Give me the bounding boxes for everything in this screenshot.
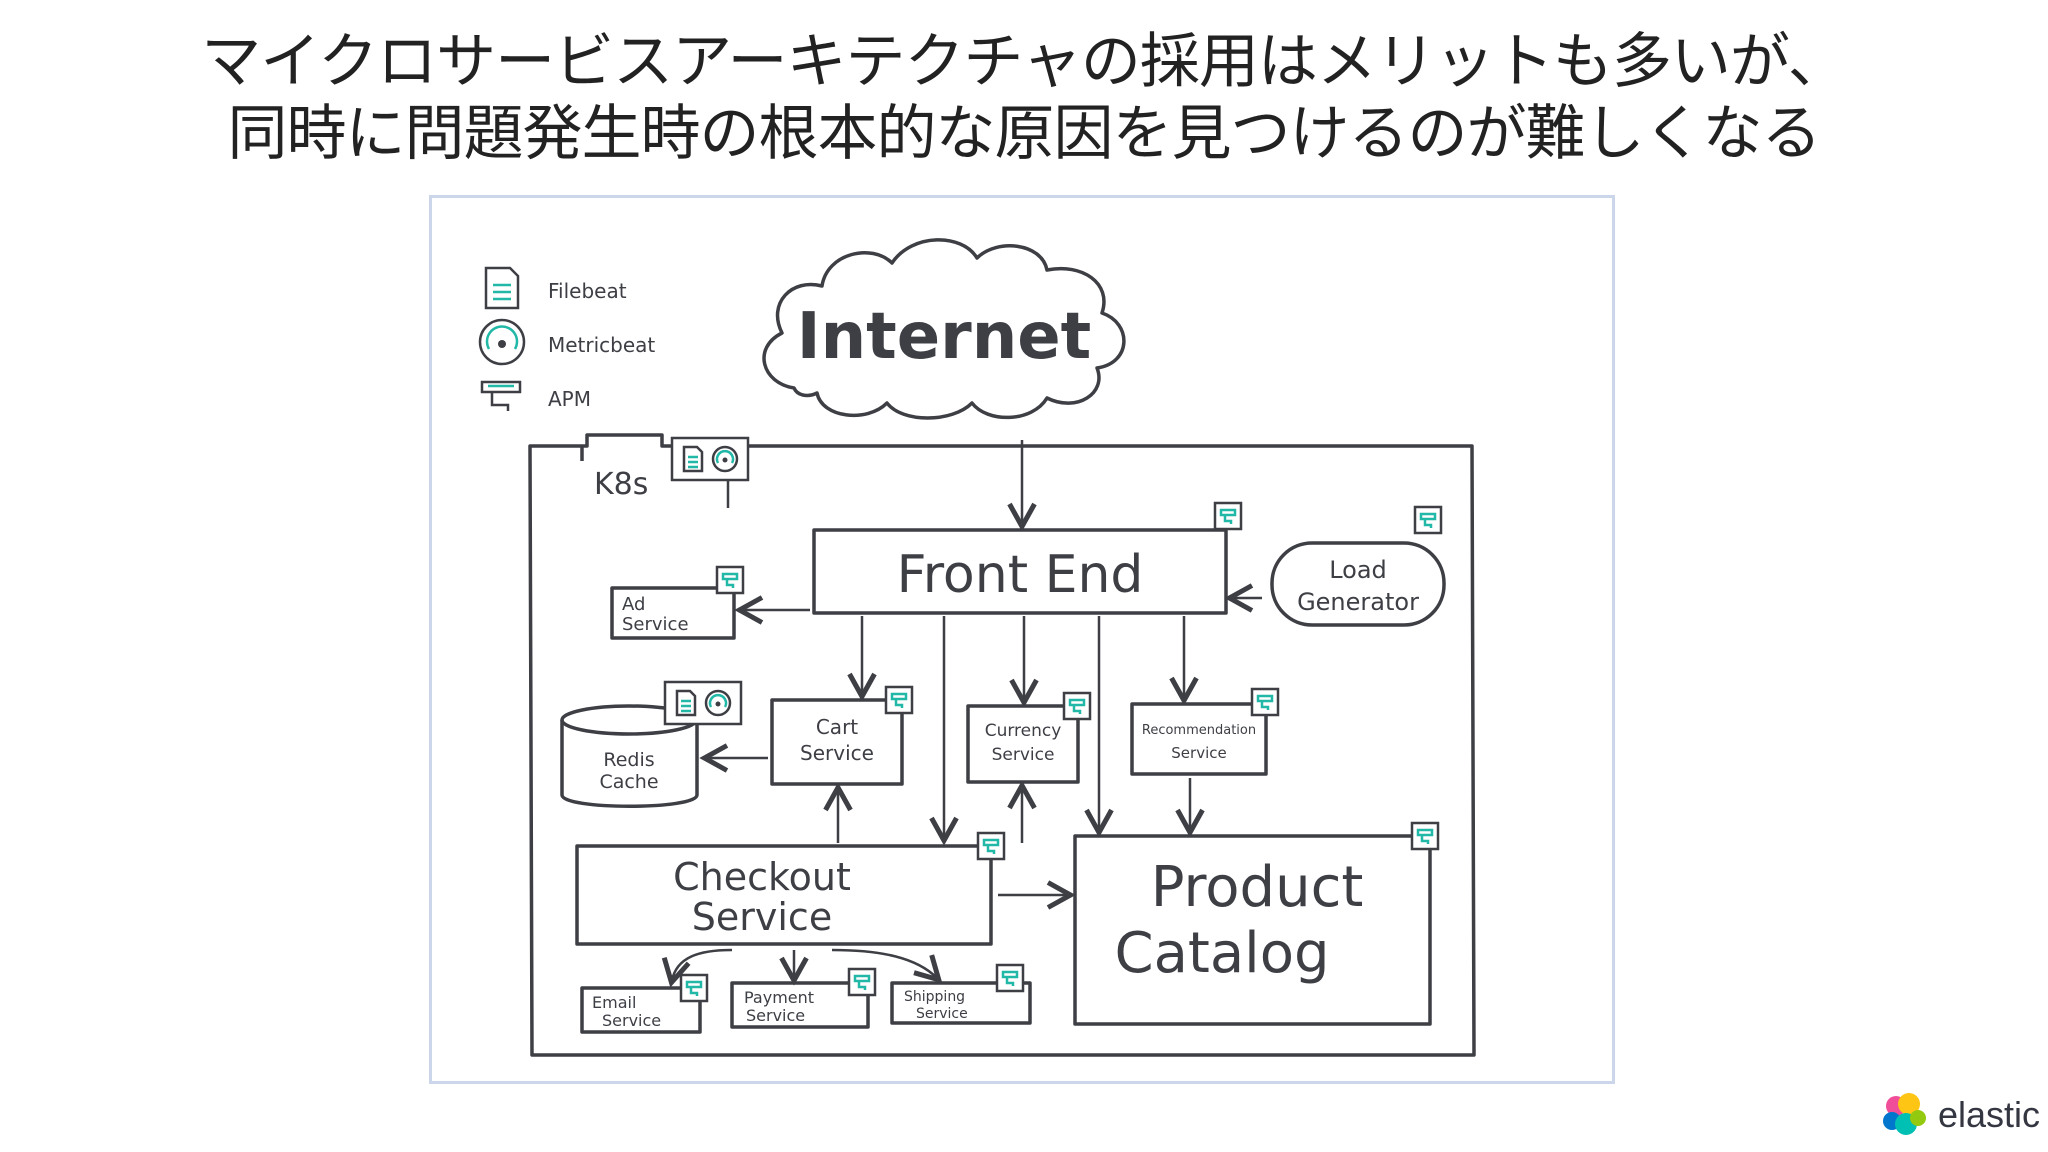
- ad-service-line1: Ad: [622, 594, 645, 615]
- cart-service: Cart Service: [770, 685, 914, 786]
- payment-service-line1: Payment: [744, 988, 814, 1007]
- front-end-service: Front End: [812, 501, 1243, 615]
- legend-apm-label: APM: [548, 387, 591, 411]
- title-line-2: 同時に問題発生時の根本的な原因を見つけるのが難しくなる: [227, 99, 1822, 169]
- slide-title: マイクロサービスアーキテクチャの採用はメリットも多いが、 同時に問題発生時の根本…: [0, 26, 2048, 170]
- recommendation-service: Recommendation Service: [1130, 687, 1280, 776]
- shipping-service-line1: Shipping: [904, 989, 965, 1005]
- apm-icon: [480, 380, 522, 411]
- shipping-service-line2: Service: [916, 1006, 968, 1022]
- cart-service-apm-icon: [884, 685, 914, 715]
- architecture-diagram: Filebeat Metricbeat APM Internet K8s Fro…: [429, 195, 1615, 1084]
- email-service: Email Service: [580, 973, 709, 1034]
- product-catalog-service: Product Catalog: [1073, 821, 1440, 1026]
- k8s-label: K8s: [594, 467, 648, 502]
- checkout-service: Checkout Service: [575, 831, 1006, 946]
- product-catalog-line2: Catalog: [1114, 921, 1329, 986]
- payment-service: Payment Service: [730, 967, 877, 1029]
- ad-service-line2: Service: [622, 614, 689, 635]
- metricbeat-icon: [478, 318, 526, 366]
- title-line-1: マイクロサービスアーキテクチャの採用はメリットも多いが、: [201, 27, 1847, 97]
- currency-service-apm-icon: [1062, 691, 1092, 721]
- internet-label: Internet: [797, 300, 1092, 374]
- payment-service-apm-icon: [847, 967, 877, 997]
- legend-metricbeat-label: Metricbeat: [548, 333, 655, 357]
- front-end-apm-icon: [1213, 501, 1243, 531]
- k8s-cluster: K8s: [528, 433, 1476, 1057]
- redis-cache-line2: Cache: [599, 771, 658, 793]
- ad-service-apm-icon: [715, 565, 745, 595]
- product-catalog-line1: Product: [1151, 855, 1364, 920]
- load-generator-service: Load Generator: [1270, 505, 1446, 627]
- cart-service-line1: Cart: [816, 715, 858, 739]
- internet-cloud: Internet: [762, 238, 1126, 420]
- front-end-label: Front End: [897, 545, 1144, 605]
- product-catalog-apm-icon: [1410, 821, 1440, 851]
- elastic-logo: elastic: [1878, 1090, 2040, 1140]
- load-generator-line2: Generator: [1297, 588, 1419, 616]
- k8s-beats-badge: [670, 436, 750, 508]
- email-service-apm-icon: [679, 973, 709, 1003]
- elastic-logo-text: elastic: [1938, 1094, 2041, 1135]
- ad-service: Ad Service: [610, 565, 745, 640]
- filebeat-icon: [484, 266, 520, 310]
- checkout-service-line1: Checkout: [673, 855, 851, 899]
- recommendation-service-line2: Service: [1171, 744, 1226, 762]
- currency-service-line1: Currency: [985, 721, 1062, 741]
- checkout-service-line2: Service: [692, 895, 832, 939]
- redis-cache-line1: Redis: [603, 749, 654, 771]
- shipping-service: Shipping Service: [890, 963, 1032, 1025]
- elastic-logo-icon: [1883, 1093, 1926, 1135]
- legend: Filebeat Metricbeat APM: [478, 266, 655, 411]
- email-service-line1: Email: [592, 993, 636, 1012]
- currency-service-line2: Service: [992, 745, 1055, 765]
- checkout-service-apm-icon: [976, 831, 1006, 861]
- redis-cache: Redis Cache: [560, 680, 743, 808]
- recommendation-service-line1: Recommendation: [1142, 723, 1256, 738]
- currency-service: Currency Service: [966, 691, 1092, 784]
- recommendation-service-apm-icon: [1250, 687, 1280, 717]
- shipping-service-apm-icon: [995, 963, 1025, 993]
- connections: [672, 440, 1262, 980]
- load-generator-line1: Load: [1329, 556, 1387, 584]
- legend-filebeat-label: Filebeat: [548, 279, 627, 303]
- email-service-line2: Service: [602, 1011, 661, 1030]
- cart-service-line2: Service: [800, 741, 874, 765]
- load-generator-apm-icon: [1413, 505, 1443, 535]
- payment-service-line2: Service: [746, 1006, 805, 1025]
